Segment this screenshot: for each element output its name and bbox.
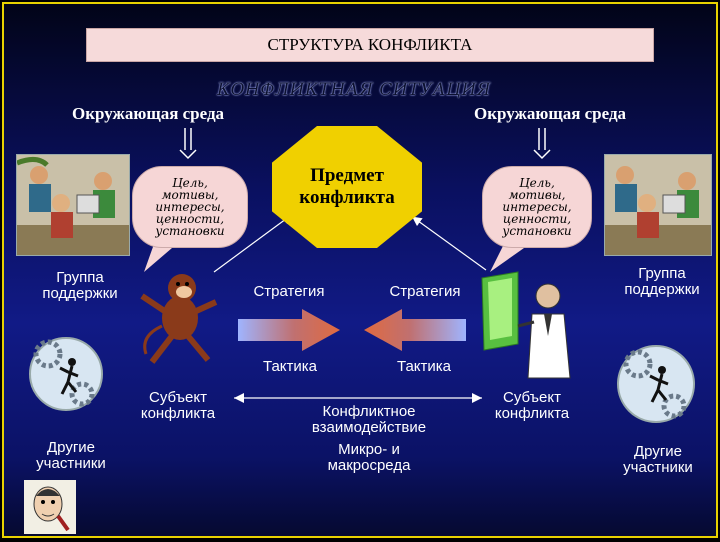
- interaction-line: взаимодействие: [311, 419, 427, 436]
- support-group-left-picture: [16, 154, 130, 256]
- micro-macro-label: Микро- и макросреда: [304, 442, 434, 474]
- goals-right-line: Цель,: [519, 176, 555, 190]
- others-right-line: Другие: [633, 443, 683, 460]
- others-right-line: участники: [623, 459, 693, 476]
- party-right-line: Субъект: [503, 389, 561, 406]
- other-participants-left-picture: [29, 337, 103, 411]
- goals-right-bubble: Цель, мотивы, интересы, ценности, устано…: [482, 166, 592, 248]
- goals-left-line: ценности,: [155, 212, 225, 226]
- subject-of-conflict: Предмет конфликта: [272, 126, 422, 248]
- others-right-label: Другие участники: [610, 444, 706, 476]
- goals-left-line: мотивы,: [161, 188, 219, 202]
- businessman-subject-icon: [481, 271, 571, 379]
- party-left-label: Субъект конфликта: [128, 390, 228, 422]
- conflict-situation-label: КОНФЛИКТНАЯ СИТУАЦИЯ: [216, 80, 492, 100]
- strategy-left-label: Стратегия: [253, 283, 325, 300]
- goals-right-line: мотивы,: [508, 188, 566, 202]
- goals-right-line: установки: [502, 224, 572, 238]
- support-group-right-label: Группа поддержки: [608, 266, 716, 298]
- environment-right: Окружающая среда: [474, 104, 627, 123]
- party-right-label: Субъект конфликта: [482, 390, 582, 422]
- support-group-right-picture: [604, 154, 712, 256]
- support-right-line: Группа: [638, 265, 686, 282]
- env-left-down-arrow: [179, 128, 197, 160]
- strategy-right-label: Стратегия: [389, 283, 461, 300]
- micro-macro-line: макросреда: [327, 457, 411, 474]
- interaction-label: Конфликтное взаимодействие: [304, 404, 434, 436]
- party-left-line: Субъект: [149, 389, 207, 406]
- strategy-left-arrow: [364, 309, 466, 351]
- micro-macro-line: Микро- и: [338, 441, 400, 458]
- support-right-line: поддержки: [624, 281, 700, 298]
- tactics-left-label: Тактика: [262, 358, 318, 375]
- support-left-line: Группа: [56, 269, 104, 286]
- thinking-man-icon: [24, 480, 76, 534]
- right-to-subject-arrow: [412, 216, 487, 271]
- goals-left-line: Цель,: [172, 176, 208, 190]
- others-left-label: Другие участники: [24, 440, 118, 472]
- interaction-double-arrow: [234, 393, 482, 403]
- environment-left: Окружающая среда: [72, 104, 225, 123]
- connector-layer: [144, 128, 551, 403]
- env-right-down-arrow: [533, 128, 551, 160]
- tactics-right-label: Тактика: [396, 358, 452, 375]
- left-to-subject-arrow: [213, 214, 292, 273]
- party-right-line: конфликта: [494, 405, 570, 422]
- goals-left-bubble-tail: [144, 244, 172, 272]
- party-left-line: конфликта: [140, 405, 216, 422]
- strategy-right-arrow: [238, 309, 340, 351]
- goals-left-line: интересы,: [155, 200, 225, 214]
- goals-right-line: ценности,: [502, 212, 572, 226]
- others-left-line: участники: [36, 455, 106, 472]
- other-participants-right-picture: [617, 345, 695, 423]
- title: СТРУКТУРА КОНФЛИКТА: [86, 28, 654, 62]
- others-left-line: Другие: [46, 439, 96, 456]
- monkey-subject-icon: [140, 274, 218, 364]
- goals-right-bubble-tail: [490, 244, 524, 272]
- subject-line-1: Предмет: [310, 165, 384, 186]
- goals-left-line: установки: [155, 224, 225, 238]
- goals-left-bubble: Цель, мотивы, интересы, ценности, устано…: [132, 166, 248, 248]
- goals-right-line: интересы,: [502, 200, 572, 214]
- interaction-line: Конфликтное: [322, 403, 416, 420]
- support-left-line: поддержки: [42, 285, 118, 302]
- support-group-left-label: Группа поддержки: [26, 270, 134, 302]
- subject-line-2: конфликта: [299, 187, 395, 208]
